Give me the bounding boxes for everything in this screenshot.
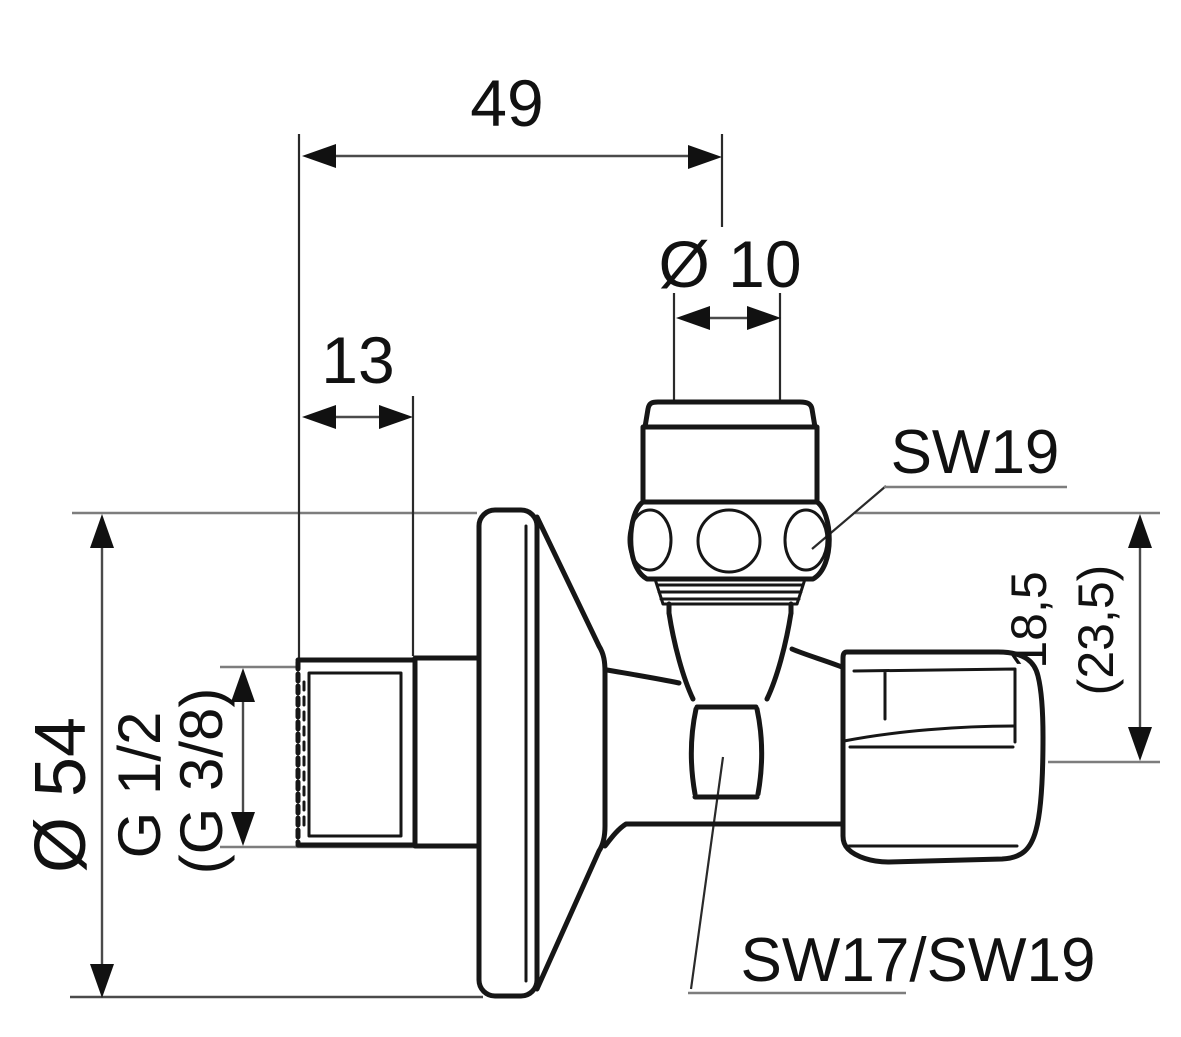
arm-bottom-edge: [602, 821, 845, 849]
knob-face-edges: [852, 667, 1017, 744]
outlet-knob: [840, 649, 1046, 865]
arrowhead-left-icon: [302, 405, 336, 429]
dimension-outlet-drop: 18,5 (23,5): [1001, 514, 1152, 761]
wall-rosette-flange: [476, 507, 540, 999]
arrowhead-down-icon: [231, 812, 255, 846]
dimension-13: 13: [302, 323, 415, 656]
dimension-rosette: Ø 54: [21, 514, 114, 998]
dimension-pipe-od: Ø 10: [658, 227, 802, 402]
knob-outline: [840, 649, 1046, 865]
arrowhead-right-icon: [688, 145, 722, 169]
dimension-49: 49: [297, 66, 724, 660]
dim-pipe-od-label: Ø 10: [658, 227, 801, 301]
arrowhead-left-icon: [302, 144, 336, 168]
male-thread-inner: [307, 671, 403, 838]
sw17-sw19-label: SW17/SW19: [741, 926, 1096, 995]
dimension-thread-size: G 1/2 (G 3/8): [106, 668, 255, 874]
callout-sw17-sw19: SW17/SW19: [688, 756, 1096, 995]
leader-line: [811, 485, 887, 550]
valve-body: [602, 610, 845, 849]
arrowhead-right-icon: [747, 306, 781, 330]
male-thread-outer: [295, 657, 418, 848]
sw19-label: SW19: [891, 418, 1060, 487]
nut-body: [640, 424, 820, 505]
wall-connection: [295, 507, 608, 999]
arm-top-edge-right: [789, 646, 845, 670]
dim-rosette-label: Ø 54: [21, 717, 101, 873]
arrowhead-up-icon: [1128, 514, 1152, 548]
nut-flat-right: [783, 508, 829, 572]
nut-flat-center: [696, 508, 762, 574]
arrowhead-right-icon: [379, 405, 413, 429]
locknut: [412, 655, 482, 849]
thread-size-label: G 1/2: [106, 712, 173, 859]
body-funnel: [666, 610, 794, 702]
arrowhead-down-icon: [1128, 727, 1152, 761]
valve-top-outlet: [627, 399, 832, 616]
dim-49-label: 49: [470, 66, 543, 140]
thread-rings: [653, 577, 807, 606]
valve-seat-nipple: [688, 704, 765, 800]
nut-flat-left: [627, 508, 673, 572]
arrowhead-up-icon: [231, 668, 255, 702]
compression-cap: [642, 399, 818, 430]
dim-13-label: 13: [321, 323, 394, 397]
thread-size-alt-label: (G 3/8): [168, 688, 235, 875]
knob-bevel-band: [842, 724, 1016, 749]
swivel-nut-silhouette: [628, 499, 832, 582]
outlet-drop-alt-label: (23,5): [1068, 565, 1124, 696]
arrowhead-left-icon: [676, 306, 710, 330]
arrowhead-down-icon: [90, 964, 114, 998]
arrowhead-up-icon: [90, 514, 114, 548]
callout-sw19: SW19: [811, 418, 1067, 550]
rosette-cone: [534, 514, 608, 992]
arm-top-edge-left: [604, 667, 682, 686]
